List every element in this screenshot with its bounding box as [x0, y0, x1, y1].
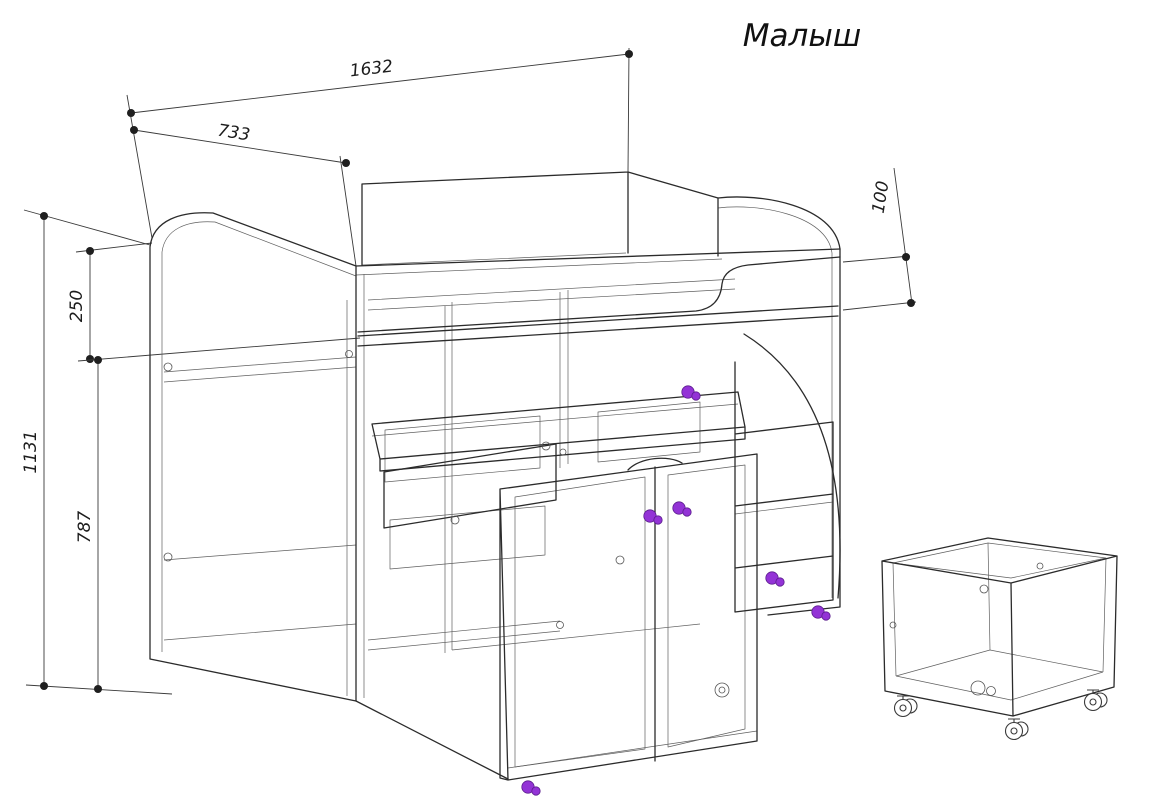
purple-caster-icon — [811, 605, 831, 621]
desk-top — [371, 391, 746, 472]
floor-edge — [355, 700, 509, 780]
box-inner-lines — [892, 542, 1107, 701]
curved-side-panel — [743, 333, 841, 599]
caster-wheel-icon — [1004, 718, 1029, 741]
loft-bed-drawing — [149, 171, 841, 781]
dimension-rail-100: 100 — [842, 167, 917, 311]
hardware-circles — [163, 350, 730, 698]
dim-733-label: 733 — [216, 121, 251, 146]
purple-caster-icon — [672, 501, 692, 517]
rolling-storage-box — [881, 537, 1118, 741]
left-headboard-panel — [149, 212, 357, 702]
purple-caster-icon — [521, 780, 541, 796]
desk-drawer — [383, 443, 557, 529]
dimension-clearance-787: 787 — [75, 337, 361, 693]
dim-250-label: 250 — [67, 290, 87, 322]
side-shelf-unit — [734, 361, 834, 613]
dimension-top-250: 250 — [67, 242, 153, 363]
box-hardware-circles — [889, 562, 1044, 696]
hidden-structure-lines — [161, 206, 834, 769]
right-end-panel — [717, 196, 841, 616]
dim-1632-label: 1632 — [349, 57, 394, 82]
top-back-rail — [361, 171, 719, 266]
dim-100-label: 100 — [869, 180, 894, 215]
bed-base-band — [357, 305, 839, 347]
caster-wheel-icon — [1083, 689, 1108, 712]
dim-787-label: 787 — [75, 511, 95, 544]
caster-wheel-icon — [893, 695, 918, 718]
dimension-length-1632: 1632 — [126, 47, 633, 239]
purple-caster-icon — [765, 571, 785, 587]
box-casters — [893, 689, 1108, 741]
purple-caster-icon — [643, 509, 663, 525]
box-outline — [881, 537, 1118, 717]
purple-caster-markers — [521, 385, 831, 796]
front-safety-rail — [355, 248, 841, 333]
drawing-title: Малыш — [743, 18, 861, 54]
purple-caster-icon — [681, 385, 701, 401]
cabinet-handle — [627, 457, 683, 471]
dim-1131-label: 1131 — [21, 430, 41, 473]
